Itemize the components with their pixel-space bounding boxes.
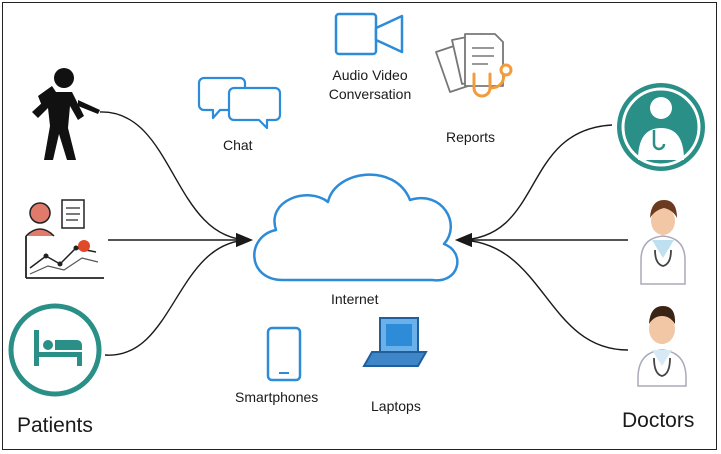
video-camera-icon [334, 12, 404, 56]
diagram-frame [2, 2, 717, 450]
smartphones-label: Smartphones [235, 389, 319, 405]
smartphone-icon [266, 326, 302, 382]
reports-stethoscope-icon [435, 33, 513, 98]
audio-video-label-line2: Conversation [328, 86, 412, 102]
internet-label: Internet [331, 291, 379, 307]
doctor-avatar-icon [617, 83, 705, 171]
doctor-female-icon [640, 200, 686, 285]
audio-video-label-line1: Audio Video [332, 67, 408, 83]
chat-icon [197, 76, 282, 130]
cloud-icon [253, 173, 459, 282]
doctors-label: Doctors [622, 409, 695, 432]
laptops-label: Laptops [371, 398, 421, 414]
patient-bed-icon [8, 303, 102, 397]
patient-data-icon [25, 199, 104, 279]
doctor-male-connector [455, 233, 629, 351]
doctor-avatar-connector [455, 124, 613, 247]
reports-label: Reports [446, 129, 496, 145]
laptop-icon [362, 317, 428, 367]
chat-label: Chat [223, 137, 253, 153]
patients-label: Patients [17, 414, 93, 437]
patient-bed-connector [104, 233, 253, 356]
doctor-male-icon [637, 306, 687, 387]
patient-injured-icon [32, 68, 100, 160]
connectors [99, 111, 629, 356]
patient-injured-connector [99, 111, 253, 247]
